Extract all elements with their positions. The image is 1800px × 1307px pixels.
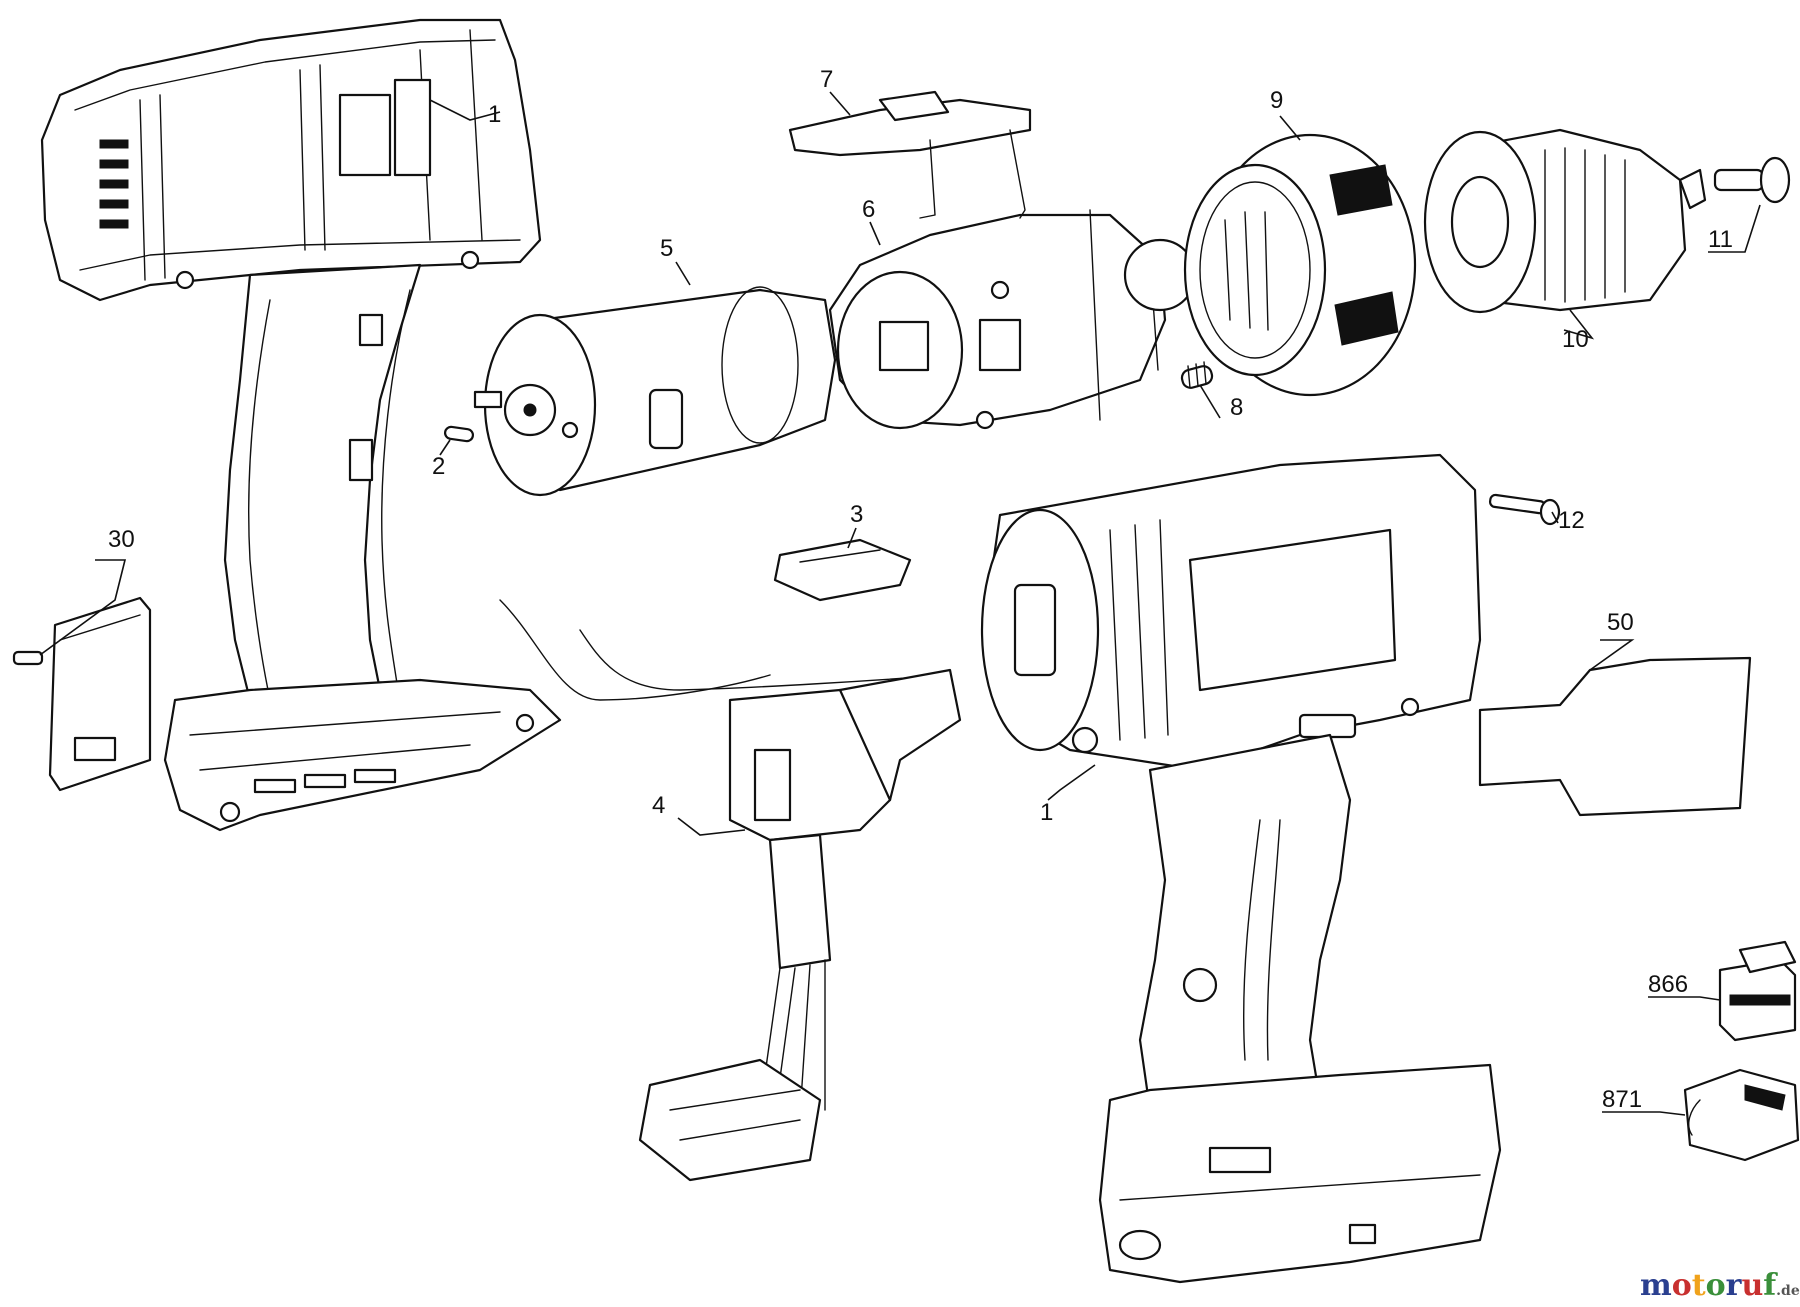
left-housing-half <box>40 18 562 832</box>
leader-line-871 <box>1602 1111 1686 1116</box>
callout-label-4: 4 <box>652 792 665 819</box>
chuck <box>1423 128 1707 314</box>
side-cover-plate <box>12 596 152 792</box>
battery-contact-pad <box>773 538 912 602</box>
callout-label-871: 871 <box>1602 1086 1642 1113</box>
leader-line-4 <box>677 817 746 836</box>
leader-line-6 <box>869 221 881 246</box>
switch-plate <box>788 90 1032 219</box>
callout-label-50: 50 <box>1607 609 1634 636</box>
callout-label-7: 7 <box>820 66 833 93</box>
leader-line-3 <box>847 527 857 549</box>
leader-line-12 <box>1551 511 1559 524</box>
callout-label-866: 866 <box>1648 971 1688 998</box>
callout-label-2: 2 <box>432 453 445 480</box>
leader-line-7 <box>829 91 851 116</box>
leader-line-5 <box>675 261 691 286</box>
leader-line-11 <box>1708 204 1761 253</box>
pin <box>443 425 475 443</box>
watermark-letter: f <box>1763 1268 1778 1303</box>
spring <box>1180 361 1214 389</box>
callout-label-9: 9 <box>1270 87 1283 114</box>
leader-line-2 <box>439 439 451 456</box>
watermark-letter: u <box>1741 1268 1763 1303</box>
callout-label-1a: 1 <box>488 101 501 128</box>
battery-pack <box>1718 940 1797 1042</box>
leader-line-30 <box>39 559 127 656</box>
housing-screw <box>1488 493 1561 526</box>
callout-label-5: 5 <box>660 235 673 262</box>
leader-line-1a <box>429 99 501 121</box>
leader-line-10 <box>1563 309 1595 340</box>
label-sticker <box>1478 656 1752 817</box>
callout-label-12: 12 <box>1558 507 1585 534</box>
callout-label-8: 8 <box>1230 394 1243 421</box>
callout-label-30: 30 <box>108 526 135 553</box>
gearbox <box>828 209 1197 430</box>
watermark-letter: r <box>1726 1268 1743 1303</box>
clutch-ring <box>1183 133 1417 397</box>
charger <box>1683 1068 1800 1162</box>
callout-label-10: 10 <box>1562 326 1589 353</box>
watermark-letter: t <box>1692 1268 1706 1303</box>
watermark-letter: m <box>1640 1268 1672 1303</box>
assembled-drill <box>980 453 1502 1284</box>
callout-label-1b: 1 <box>1040 799 1053 826</box>
watermark-logo: motoruf.de <box>1640 1268 1800 1303</box>
leader-line-9 <box>1279 115 1301 141</box>
callout-leaders <box>39 91 1761 1116</box>
watermark-letter: o <box>1672 1268 1692 1303</box>
motor <box>473 286 837 497</box>
switch-assembly <box>499 599 962 1182</box>
watermark-suffix: .de <box>1776 1283 1800 1299</box>
watermark-letter: o <box>1706 1268 1726 1303</box>
callout-label-6: 6 <box>862 196 875 223</box>
callout-label-11: 11 <box>1708 226 1733 253</box>
callout-label-3: 3 <box>850 501 863 528</box>
leader-line-1b <box>1047 764 1096 801</box>
leader-line-866 <box>1648 996 1721 1001</box>
chuck-screw <box>1713 156 1791 204</box>
leader-line-50 <box>1589 639 1635 671</box>
leader-line-8 <box>1199 384 1221 419</box>
